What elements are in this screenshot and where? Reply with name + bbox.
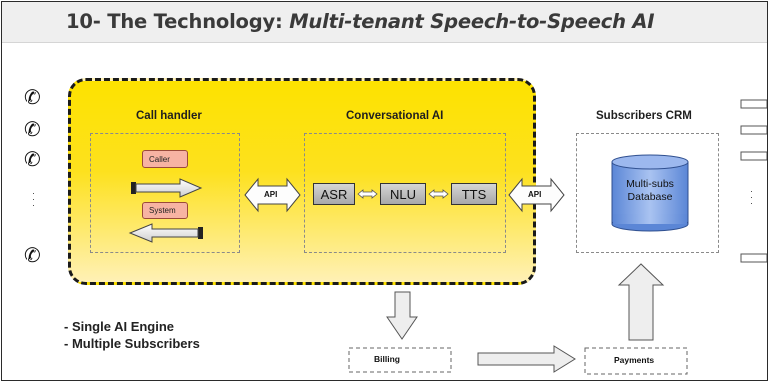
title-bar: 10- The Technology: Multi-tenant Speech-… — [2, 2, 767, 43]
bullet-list: - Single AI Engine - Multiple Subscriber… — [64, 318, 200, 352]
database-cylinder — [611, 154, 689, 232]
call-handler-label: Call handler — [136, 110, 202, 122]
billing-label: Billing — [374, 354, 400, 364]
more-phones-dots: ··· — [32, 188, 35, 210]
more-arrows-dots: ··· — [750, 186, 753, 208]
billing-box — [348, 347, 452, 373]
api-label-left: API — [264, 190, 278, 199]
down-arrow-billing — [386, 291, 418, 340]
ai-engine-container — [68, 78, 536, 285]
caller-label: Caller — [149, 154, 170, 164]
asr-label: ASR — [320, 186, 348, 202]
title-prefix: 10- The Technology: — [66, 10, 290, 33]
database-label: Multi-subs Database — [612, 178, 688, 204]
nlu-box: NLU — [380, 183, 426, 205]
right-edge-arrows — [740, 99, 767, 263]
conversational-ai-box — [304, 133, 506, 253]
database-label-line2: Database — [627, 191, 673, 203]
up-arrow-payments — [617, 263, 665, 341]
caller-bubble: Caller — [142, 150, 188, 168]
api-double-arrow-left — [244, 177, 301, 213]
asr-nlu-connector — [357, 189, 378, 199]
asr-box: ASR — [313, 183, 355, 205]
database-label-line1: Multi-subs — [626, 178, 674, 190]
system-bubble: System — [142, 202, 188, 219]
bullet-item: - Multiple Subscribers — [64, 336, 200, 351]
payments-label: Payments — [614, 355, 655, 365]
tts-label: TTS — [461, 186, 487, 202]
nlu-label: NLU — [389, 186, 416, 202]
billing-to-payments-arrow — [477, 345, 576, 373]
call-handler-box — [90, 133, 240, 253]
phone-icon: ✆ — [24, 245, 41, 267]
phone-icon: ✆ — [24, 119, 41, 141]
conversational-ai-label: Conversational AI — [346, 110, 444, 122]
nlu-tts-connector — [428, 189, 449, 199]
subscribers-crm-box — [576, 133, 719, 253]
system-arrow — [128, 223, 203, 243]
title-emphasis: Multi-tenant Speech-to-Speech AI — [289, 10, 655, 33]
system-label: System — [149, 206, 176, 215]
api-label-right: API — [528, 190, 542, 199]
bullet-item: - Single AI Engine — [64, 319, 175, 334]
api-double-arrow-right — [508, 177, 565, 213]
payments-box — [584, 347, 688, 375]
tts-box: TTS — [451, 183, 497, 205]
caller-arrow — [131, 178, 203, 198]
phone-icon: ✆ — [24, 87, 41, 109]
subscribers-crm-label: Subscribers CRM — [596, 110, 692, 122]
phone-icon: ✆ — [24, 149, 41, 171]
page-title: 10- The Technology: Multi-tenant Speech-… — [66, 10, 655, 33]
